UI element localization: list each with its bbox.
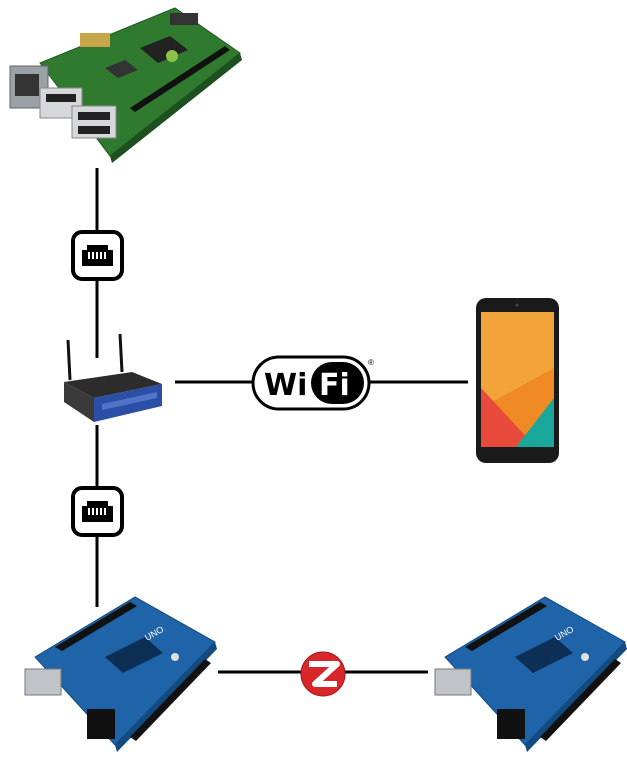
ethernet-port-icon	[71, 486, 124, 537]
arduino-uno-board-icon: UNO	[434, 596, 627, 752]
raspberry-pi-board-icon	[9, 7, 242, 163]
smartphone-icon	[476, 298, 559, 463]
wifi-registered-mark: ®	[368, 358, 374, 367]
ethernet-port-icon	[71, 230, 124, 281]
wifi-text-fi: Fi	[319, 368, 350, 403]
wifi-logo-icon: Wi Fi ®	[251, 355, 374, 411]
zigbee-logo-icon	[300, 651, 346, 697]
wifi-text-wi: Wi	[264, 368, 307, 403]
arduino-uno-board-icon: UNO	[24, 596, 217, 752]
connection-lines	[95, 168, 468, 674]
wifi-router-icon	[64, 333, 162, 422]
